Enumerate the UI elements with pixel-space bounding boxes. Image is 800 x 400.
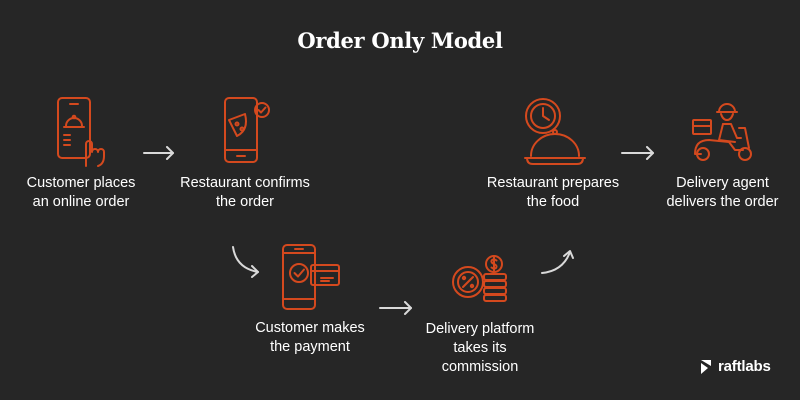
step-2-label: Restaurant confirms the order	[180, 175, 310, 210]
phone-tap-order-icon	[57, 97, 105, 167]
step-platform-commission: Delivery platform takes its commission	[415, 254, 545, 377]
step-restaurant-confirms: Restaurant confirms the order	[170, 96, 320, 212]
step-restaurant-prepares: Restaurant prepares the food	[478, 96, 628, 212]
raftlabs-logo: raftlabs	[699, 358, 771, 375]
raftlabs-logo-icon	[701, 359, 711, 374]
arrow-right-icon	[621, 146, 654, 160]
coins-percent-icon	[452, 255, 507, 302]
arrow-right-icon	[379, 301, 412, 315]
step-1-label: Customer places an online order	[26, 175, 136, 210]
step-3-label: Customer makes the payment	[255, 320, 365, 355]
curved-arrow-down-icon	[232, 246, 259, 278]
delivery-scooter-icon	[691, 103, 752, 161]
step-6-label: Delivery agent delivers the order	[666, 175, 779, 210]
step-agent-delivers: Delivery agent delivers the order	[650, 98, 795, 212]
phone-pizza-check-icon	[224, 97, 270, 163]
step-5-label: Restaurant prepares the food	[486, 175, 620, 210]
curved-arrow-up-icon	[541, 250, 574, 274]
phone-card-payment-icon	[282, 244, 340, 310]
arrow-right-icon	[143, 146, 174, 160]
step-customer-places-order: Customer places an online order	[18, 96, 144, 212]
step-4-label: Delivery platform takes its commission	[425, 321, 535, 375]
step-customer-payment: Customer makes the payment	[240, 243, 380, 357]
brand-name: raftlabs	[718, 358, 771, 375]
diagram-title: Order Only Model	[297, 28, 503, 53]
clock-cloche-icon	[524, 98, 586, 165]
